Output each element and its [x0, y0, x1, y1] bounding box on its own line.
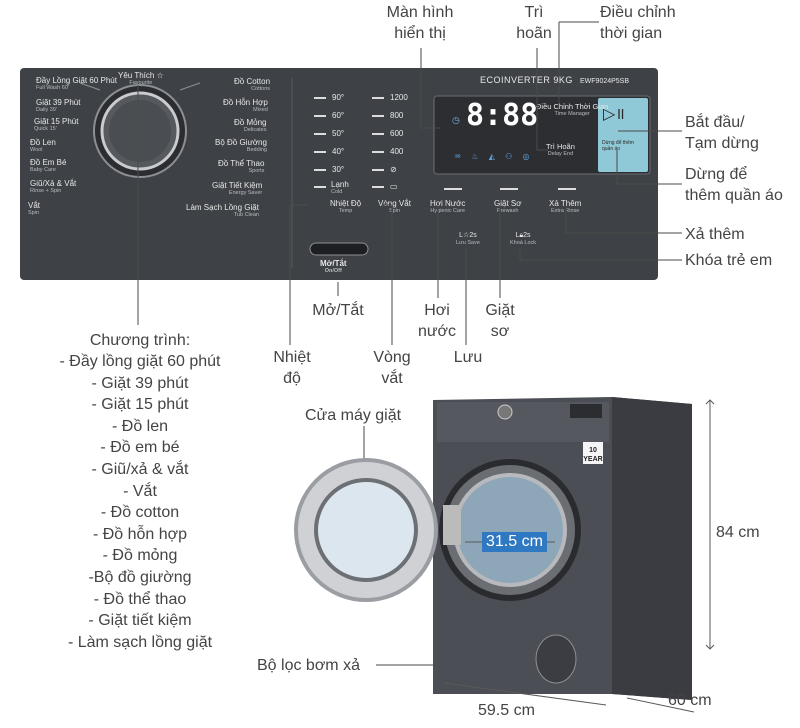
annotation-prewash: Giặt sơ	[485, 302, 515, 340]
list-item: - Giặt tiết kiệm	[88, 612, 192, 630]
list-item: - Vắt	[123, 482, 157, 500]
annotation-power: Mở/Tắt	[312, 302, 364, 319]
temp-90: 90°	[332, 93, 345, 102]
spin-rinse-hold-icon: ▭	[390, 182, 398, 191]
dimension-height: 84 cm	[716, 524, 760, 541]
annotation-delay: Trì hoãn	[516, 4, 552, 42]
annotation-door: Cửa máy giặt	[305, 407, 402, 424]
program-favourite: Yêu Thích ☆Favourite	[118, 71, 164, 86]
annotation-display: Màn hình hiển thị	[386, 4, 454, 42]
list-item: - Đồ hỗn hợp	[92, 525, 188, 543]
dimension-lines	[443, 399, 715, 713]
list-item: -Bộ đồ giường	[88, 568, 192, 586]
annotation-steam: Hơi nước	[417, 302, 457, 340]
list-item: - Đồ cotton	[100, 504, 180, 522]
list-item: - Giặt 39 phút	[91, 374, 189, 392]
spin-400: 400	[390, 147, 404, 156]
annotation-start-pause: Bắt đầu/ Tạm dừng	[685, 114, 759, 152]
display-clock-icon: ◷	[452, 115, 460, 125]
add-garment-label: Dừng để thêm quần áo	[602, 140, 634, 152]
dimension-door: 31.5 cm	[482, 532, 547, 552]
temp-50: 50°	[332, 129, 345, 138]
list-item: - Giũ/xả & vắt	[91, 460, 189, 478]
list-item: - Đầy lồng giặt 60 phút	[59, 353, 221, 370]
list-item: - Đồ len	[111, 417, 169, 435]
list-item: - Đồ thể thao	[93, 590, 187, 608]
model-code: EWF9024P5SB	[580, 78, 630, 85]
annotation-filter: Bộ lọc bơm xả	[257, 657, 360, 674]
list-item: - Giặt 15 phút	[91, 396, 189, 414]
temp-60: 60°	[332, 111, 345, 120]
model-name: ECOINVERTER 9KG	[480, 75, 573, 85]
list-item: - Làm sạch lồng giặt	[67, 633, 213, 651]
annotation-spin: Vòng vắt	[373, 349, 411, 387]
spin-600: 600	[390, 129, 404, 138]
temp-40: 40°	[332, 147, 345, 156]
power-button[interactable]	[309, 242, 369, 256]
annotation-time-adjust: Điều chỉnh thời gian	[600, 4, 676, 42]
programs-title: Chương trình:	[89, 332, 191, 349]
programs-list: - Đầy lồng giặt 60 phút - Giặt 39 phút -…	[30, 351, 250, 653]
warranty-badge: 10 YEAR	[583, 447, 603, 463]
annotation-add-clothes: Dừng để thêm quần áo	[685, 166, 783, 204]
list-item: - Đồ mỏng	[102, 547, 178, 565]
display-status-icons: ♒ ♨ ◭ ⚇ ◎	[454, 152, 534, 161]
dimension-depth: 60 cm	[668, 692, 712, 709]
annotation-child-lock: Khóa trẻ em	[685, 252, 773, 269]
spin-no-spin-icon: ⊘	[390, 165, 397, 174]
play-pause-icon: ▷॥	[603, 106, 625, 123]
temp-30: 30°	[332, 165, 345, 174]
display-digits: 8:88	[466, 98, 539, 133]
annotation-extra-rinse: Xả thêm	[685, 226, 745, 243]
annotation-temp: Nhiệt độ	[273, 349, 311, 387]
dimension-width: 59.5 cm	[478, 702, 535, 719]
program-dial-face	[109, 100, 171, 162]
spin-1200: 1200	[390, 93, 408, 102]
list-item: - Đồ em bé	[100, 439, 180, 457]
spin-800: 800	[390, 111, 404, 120]
annotation-save: Lưu	[453, 349, 483, 366]
